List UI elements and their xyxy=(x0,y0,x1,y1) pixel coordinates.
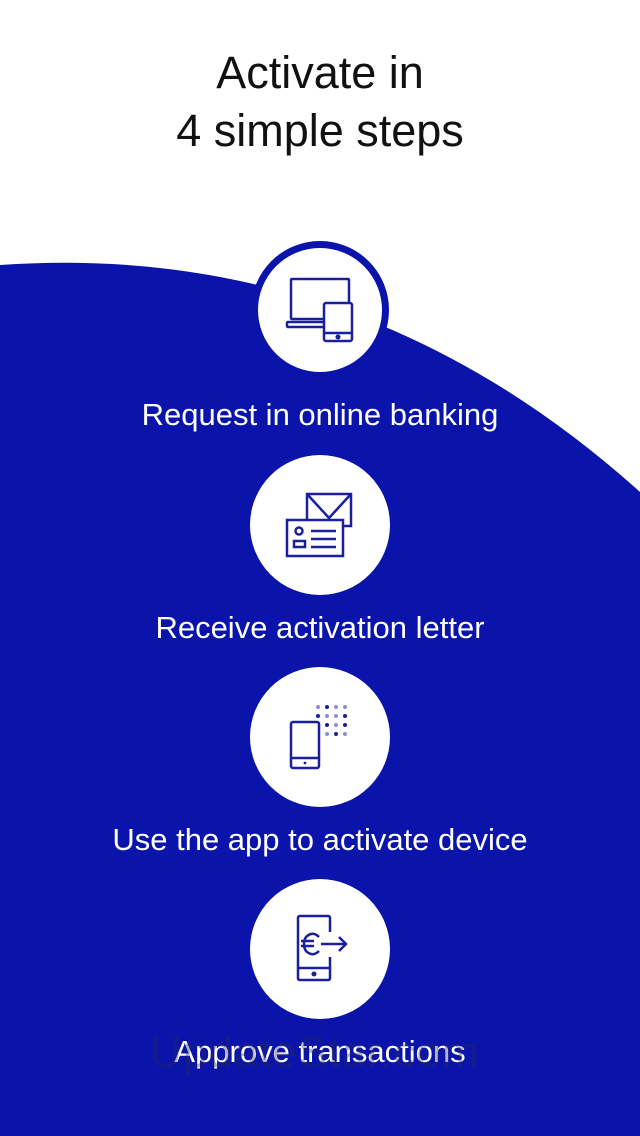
phone-qr-code-icon xyxy=(289,705,347,770)
letter-icon xyxy=(285,492,353,558)
title-line-2: 4 simple steps xyxy=(176,105,464,156)
computer-and-phone-icon xyxy=(285,277,354,343)
step-4-circle xyxy=(250,879,390,1019)
title-line-1: Activate in xyxy=(216,47,424,98)
watermark: UpdateStar.com xyxy=(150,1028,480,1077)
page-title: Activate in 4 simple steps xyxy=(0,44,640,160)
phone-euro-transfer-icon xyxy=(296,914,348,982)
step-4-label: Approve transactions xyxy=(174,1034,466,1069)
step-3-label: Use the app to activate device xyxy=(112,822,528,857)
step-2-label: Receive activation letter xyxy=(155,610,485,645)
step-1-circle xyxy=(251,241,389,379)
step-1-label: Request in online banking xyxy=(141,397,499,432)
step-2-circle xyxy=(250,455,390,595)
step-3-circle xyxy=(250,667,390,807)
